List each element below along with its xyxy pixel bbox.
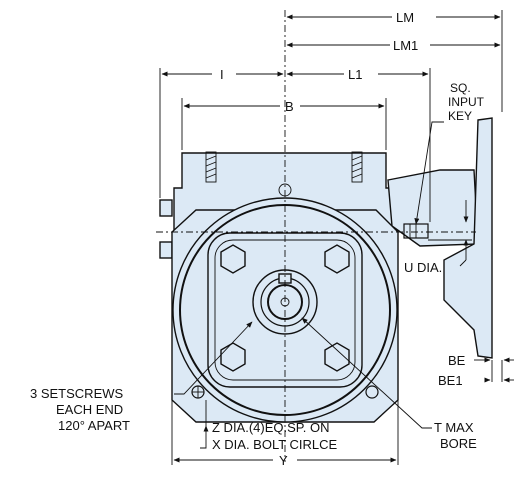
dimension-labels: LM LM1 I L1 B SQ. INPUT KEY U DIA. BE BE… (30, 10, 485, 468)
center-lines (156, 10, 476, 462)
label-be: BE (448, 353, 466, 368)
label-lm1: LM1 (393, 38, 418, 53)
label-setscrews-2: EACH END (56, 402, 123, 417)
label-sq: SQ. (450, 81, 471, 95)
label-t-max-1: T MAX (434, 420, 474, 435)
hex-bolts (220, 244, 350, 372)
leader-lines (174, 121, 444, 449)
label-y: Y (279, 453, 288, 468)
corner-holes (191, 385, 379, 399)
label-input: INPUT (448, 95, 485, 109)
label-t-max-2: BORE (440, 436, 477, 451)
label-setscrews-1: 3 SETSCREWS (30, 386, 124, 401)
tapped-holes (205, 151, 363, 183)
label-key: KEY (448, 109, 472, 123)
label-setscrews-3: 120° APART (58, 418, 130, 433)
label-i: I (220, 67, 224, 82)
label-z-dia-2: X DIA. BOLT CIRLCE (212, 437, 338, 452)
label-lm: LM (396, 10, 414, 25)
label-b: B (285, 99, 294, 114)
label-l1: L1 (348, 67, 362, 82)
label-be1: BE1 (438, 373, 463, 388)
dimension-lines (161, 14, 514, 463)
label-z-dia-1: Z DIA.(4)EQ.SP. ON (212, 420, 330, 435)
extension-lines (159, 10, 503, 465)
label-u-dia: U DIA. (404, 260, 442, 275)
